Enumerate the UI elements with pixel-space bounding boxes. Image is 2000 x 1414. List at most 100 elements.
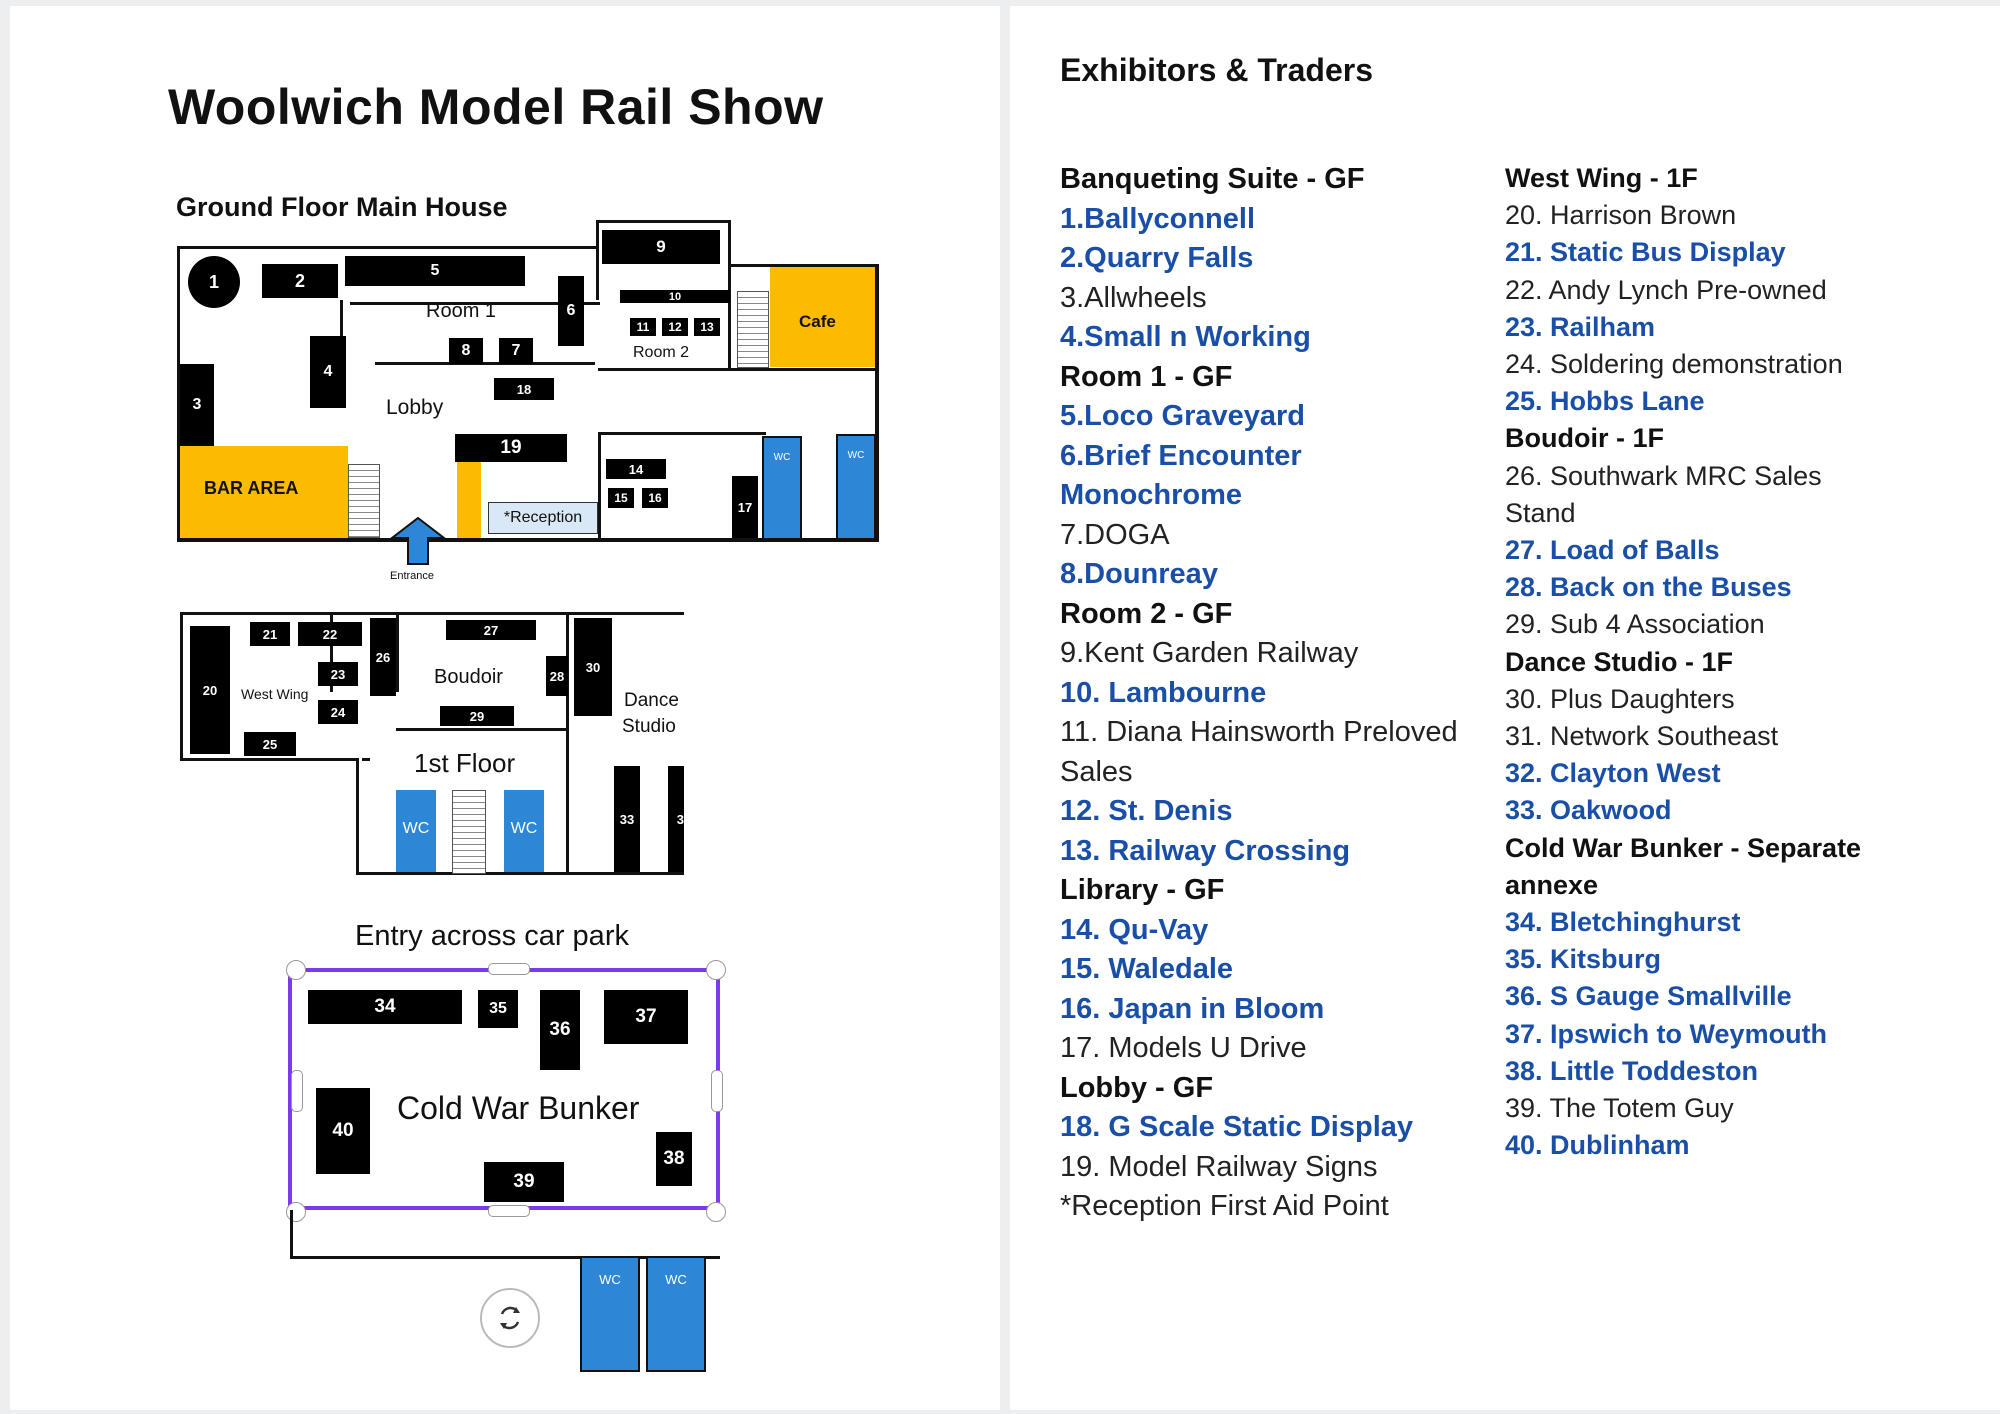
exhibitor-item: 19. Model Railway Signs <box>1060 1150 1378 1183</box>
stand-5: 5 <box>345 256 525 286</box>
resize-handle[interactable] <box>706 960 726 980</box>
wc-label: WC <box>504 790 544 872</box>
section-heading: Boudoir - 1F <box>1505 423 1664 454</box>
reception-label: *Reception <box>488 502 598 534</box>
entrance-arrow-icon <box>389 516 447 566</box>
stand-3: 3 <box>668 766 684 872</box>
entry-label: Entry across car park <box>355 920 629 952</box>
exhibitor-item: 33. Oakwood <box>1505 795 1672 826</box>
exhibitor-item: 18. G Scale Static Display <box>1060 1111 1414 1143</box>
stand-15: 15 <box>608 488 634 508</box>
stand-27: 27 <box>446 620 536 640</box>
stand-18: 18 <box>494 378 554 400</box>
exhibitor-item: 10. Lambourne <box>1060 676 1267 709</box>
exhibitor-item: 37. Ipswich to Weymouth <box>1505 1018 1828 1049</box>
resize-handle[interactable] <box>706 1202 726 1222</box>
section-heading: West Wing - 1F <box>1505 163 1698 193</box>
stairs-icon <box>348 464 380 538</box>
exhibitors-heading: Exhibitors & Traders <box>1060 52 1373 88</box>
exhibitor-item: 23. Railham <box>1505 311 1656 342</box>
resize-handle[interactable] <box>488 1205 530 1217</box>
exhibitor-item: 40. Dublinham <box>1505 1130 1690 1161</box>
resize-handle[interactable] <box>291 1070 303 1112</box>
wc-label: WC <box>580 1256 640 1372</box>
exhibitor-item: 15. Waledale <box>1060 953 1234 985</box>
stand-29: 29 <box>440 706 514 726</box>
exhibitor-item: Monochrome <box>1060 479 1243 511</box>
stand-37: 37 <box>604 990 688 1044</box>
exhibitor-item: *Reception First Aid Point <box>1060 1190 1389 1222</box>
stand-8: 8 <box>449 338 483 364</box>
exhibitor-item: 25. Hobbs Lane <box>1505 386 1705 417</box>
wc-label: WC <box>836 434 876 540</box>
stand-39: 39 <box>484 1162 564 1202</box>
room2-label: Room 2 <box>633 344 690 361</box>
stand-21: 21 <box>250 622 290 646</box>
dance-studio-label: Dance <box>624 690 679 711</box>
floor-plan-page: Woolwich Model Rail Show Ground Floor Ma… <box>10 6 1000 1410</box>
section-heading: annexe <box>1505 869 1599 900</box>
exhibitor-item: 29. Sub 4 Association <box>1505 609 1765 640</box>
stand-3: 3 <box>180 364 214 446</box>
resize-handle[interactable] <box>488 963 530 975</box>
stand-20: 20 <box>190 626 230 754</box>
stand-38: 38 <box>656 1132 692 1186</box>
stand-14: 14 <box>606 459 666 479</box>
exhibitor-item: 16. Japan in Bloom <box>1060 992 1325 1025</box>
exhibitor-item: 5.Loco Graveyard <box>1060 400 1305 432</box>
stand-19: 19 <box>455 434 567 462</box>
resize-handle[interactable] <box>286 1202 306 1222</box>
stand-40: 40 <box>316 1088 370 1174</box>
resize-handle[interactable] <box>286 960 306 980</box>
exhibitor-item: 12. St. Denis <box>1060 795 1233 827</box>
section-heading: Library - GF <box>1060 874 1225 906</box>
exhibitor-item: 1.Ballyconnell <box>1060 202 1256 235</box>
stand-30: 30 <box>574 618 612 716</box>
stand-28: 28 <box>546 656 568 696</box>
stand-22: 22 <box>298 622 362 646</box>
stand-7: 7 <box>499 338 533 364</box>
exhibitor-item: 17. Models U Drive <box>1060 1032 1307 1064</box>
stand-4: 4 <box>310 336 346 408</box>
rotate-icon[interactable] <box>480 1288 540 1348</box>
section-heading: Room 2 - GF <box>1060 597 1233 630</box>
exhibitor-item: 2.Quarry Falls <box>1060 242 1254 274</box>
exhibitor-item: 4.Small n Working <box>1060 321 1311 353</box>
stand-34: 34 <box>308 990 462 1024</box>
exhibitor-item: 8.Dounreay <box>1060 558 1218 590</box>
entrance-label: Entrance <box>390 570 435 582</box>
cafe-label: Cafe <box>799 312 836 331</box>
first-floor-label: 1st Floor <box>414 748 516 778</box>
stand-17: 17 <box>732 476 758 538</box>
stairs-icon <box>737 291 769 368</box>
exhibitor-item: 28. Back on the Buses <box>1505 572 1792 603</box>
exhibitor-item: 32. Clayton West <box>1505 758 1721 789</box>
page-title: Woolwich Model Rail Show <box>168 79 824 135</box>
stand-9: 9 <box>602 230 720 264</box>
exhibitors-list-col-a: Banqueting Suite - GF 1.Ballyconnell 2.Qua… <box>1060 160 1458 1227</box>
stand-33: 33 <box>614 766 640 872</box>
exhibitor-item: 22. Andy Lynch Pre-owned <box>1505 274 1827 305</box>
exhibitor-item: 26. Southwark MRC Sales <box>1505 460 1822 491</box>
stand-26: 26 <box>370 618 396 696</box>
exhibitor-item: 38. Little Toddeston <box>1505 1055 1759 1086</box>
stand-12: 12 <box>662 318 688 336</box>
exhibitors-page: Exhibitors & Traders Banqueting Suite - … <box>1010 6 2000 1410</box>
resize-handle[interactable] <box>711 1070 723 1112</box>
exhibitor-item: 9.Kent Garden Railway <box>1060 637 1359 669</box>
section-heading: Lobby - GF <box>1060 1071 1214 1104</box>
ground-floor-label: Ground Floor Main House <box>176 192 508 222</box>
exhibitor-item: 13. Railway Crossing <box>1060 834 1351 867</box>
wc-label: WC <box>762 436 802 540</box>
stand-10: 10 <box>620 290 730 303</box>
exhibitor-item: 36. S Gauge Smallville <box>1505 981 1792 1012</box>
stand-36: 36 <box>540 990 580 1070</box>
exhibitor-item: 34. Bletchinghurst <box>1505 907 1741 938</box>
west-wing-label: West Wing <box>241 686 309 702</box>
exhibitor-item: 6.Brief Encounter <box>1060 439 1302 472</box>
exhibitor-item: Sales <box>1060 755 1133 788</box>
exhibitor-item: 21. Static Bus Display <box>1505 237 1786 268</box>
section-heading: Banqueting Suite - GF <box>1060 163 1365 195</box>
stand-1: 1 <box>188 256 240 308</box>
